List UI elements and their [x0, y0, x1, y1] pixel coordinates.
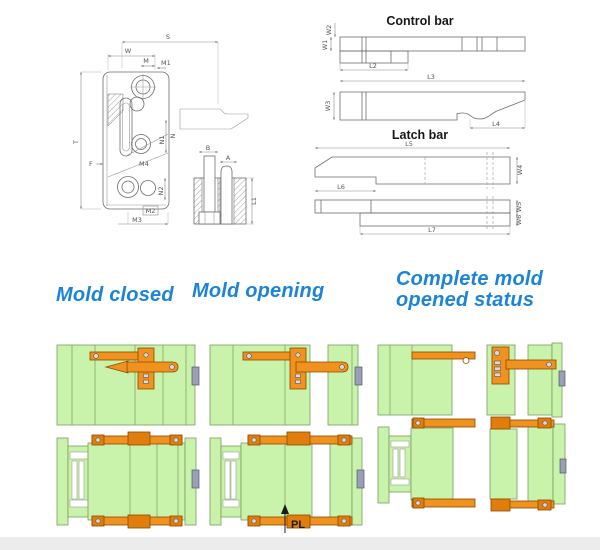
mold-block-right	[327, 344, 359, 426]
dim-label-f: F	[89, 160, 93, 168]
dim-label-m1: M1	[161, 59, 171, 67]
screw	[295, 352, 301, 358]
stage-label-mold-closed: Mold closed	[56, 284, 174, 306]
dim-label-m: M	[143, 57, 149, 65]
dim-label-m4: M4	[139, 160, 149, 168]
dim-label-l4: L4	[492, 120, 500, 128]
mold-opening-top-view	[209, 344, 363, 426]
dim-label-w3: W3	[324, 101, 332, 112]
clamp-plate	[56, 437, 69, 526]
latch-bar-body	[314, 156, 511, 185]
control-bar-step	[339, 50, 409, 64]
mold-plate-left	[410, 427, 454, 501]
control-bar-title: Control bar	[386, 14, 453, 28]
control-bar-body	[339, 36, 526, 52]
latch-bar	[411, 351, 476, 360]
dim-label-n: N	[169, 133, 177, 138]
slider-tab	[191, 469, 200, 489]
stage-label-mold-opened: Complete mold opened status	[396, 268, 544, 311]
dim-label-l3: L3	[427, 73, 435, 81]
mold-plate-right	[329, 442, 353, 521]
screw	[143, 352, 149, 358]
mold-plate-right	[527, 425, 554, 503]
slider-tab	[559, 458, 567, 474]
dim-label-w1: W1	[321, 40, 329, 51]
dim-label-w6: W6	[515, 215, 523, 226]
dim-label-m3: M3	[132, 216, 142, 224]
dim-label-w2: W2	[325, 25, 333, 36]
stage-label-mold-opening: Mold opening	[192, 280, 325, 302]
screw	[169, 364, 175, 370]
control-bar-drawing: Control bar W2 W1 L2 L3 W3 L4	[321, 14, 526, 130]
bolt-b-shaft	[203, 155, 216, 213]
latch-block	[127, 514, 151, 529]
latch-bar-lower-body	[314, 199, 511, 214]
pin-a	[220, 165, 233, 225]
mold-closed-top-view	[56, 344, 200, 426]
latch-bar-drawing: Latch bar L5 L6 W4 W5 W6 L7	[314, 128, 524, 236]
mold-closed-bottom-view	[56, 431, 200, 529]
dim-label-l6: L6	[337, 183, 345, 191]
screw	[546, 361, 552, 368]
dim-label-a: A	[226, 154, 231, 162]
control-bar-hook-piece	[339, 91, 526, 121]
mold-opened-top-view	[377, 342, 566, 418]
dim-label-m2: M2	[146, 207, 156, 215]
screw	[494, 350, 500, 356]
dim-label-l5: L5	[405, 140, 413, 148]
hatched-corner	[107, 93, 124, 127]
clamp-plate	[377, 426, 390, 504]
latch-bar	[126, 361, 179, 373]
dim-label-l2: L2	[369, 62, 377, 70]
latch-bar-title: Latch bar	[392, 128, 448, 142]
latch-block	[286, 431, 311, 446]
latch-bar	[295, 361, 349, 373]
latch-bar-profile-sketch	[179, 108, 249, 130]
control-bar	[505, 359, 557, 370]
parting-line-arrow	[281, 504, 289, 514]
parting-line-label: PL	[291, 519, 305, 531]
latch-block	[490, 416, 511, 430]
latch-block	[127, 431, 151, 446]
bolt-section-view: B A L1	[193, 144, 258, 225]
latch-bar-top	[411, 418, 476, 428]
slider-tab	[354, 366, 363, 386]
mold-opening-bottom-view: PL	[209, 431, 365, 533]
dim-label-b: B	[206, 144, 210, 152]
latch-block	[286, 514, 311, 529]
mold-opened-bottom-view	[377, 416, 567, 512]
latch-plate-front-view	[102, 71, 170, 210]
plate-outline	[102, 71, 170, 210]
latch-block	[490, 498, 511, 512]
latch-notch	[462, 357, 470, 364]
mold-plates-left	[240, 442, 313, 521]
stripper-plate	[489, 428, 518, 500]
screw	[339, 364, 345, 370]
latch-bar-lower-step	[359, 212, 511, 227]
clamp-plate	[209, 437, 222, 526]
footer-strip	[0, 537, 600, 550]
screw	[93, 353, 99, 359]
latch-bar-bottom	[411, 498, 476, 508]
mold-plates	[87, 442, 186, 521]
mold-block-right	[527, 344, 553, 416]
bolt-b-head	[198, 211, 221, 225]
dim-label-t: T	[72, 140, 80, 145]
dim-label-s: S	[166, 33, 170, 41]
dim-label-w4: W4	[516, 165, 524, 176]
dim-label-l1: L1	[250, 197, 258, 205]
dim-label-w: W	[125, 47, 132, 55]
dim-label-n1: N1	[158, 136, 166, 145]
slider-tab	[356, 469, 365, 489]
slider-tab	[191, 366, 200, 386]
plate-dimensions: S W M M1 T F M4 N N1 N2 M2 M3	[72, 33, 219, 226]
dim-label-n2: N2	[157, 187, 165, 196]
dim-label-l7: L7	[428, 226, 436, 234]
dim-label-w5: W5	[515, 202, 523, 213]
slider-tab	[558, 370, 566, 387]
screw	[246, 353, 252, 359]
